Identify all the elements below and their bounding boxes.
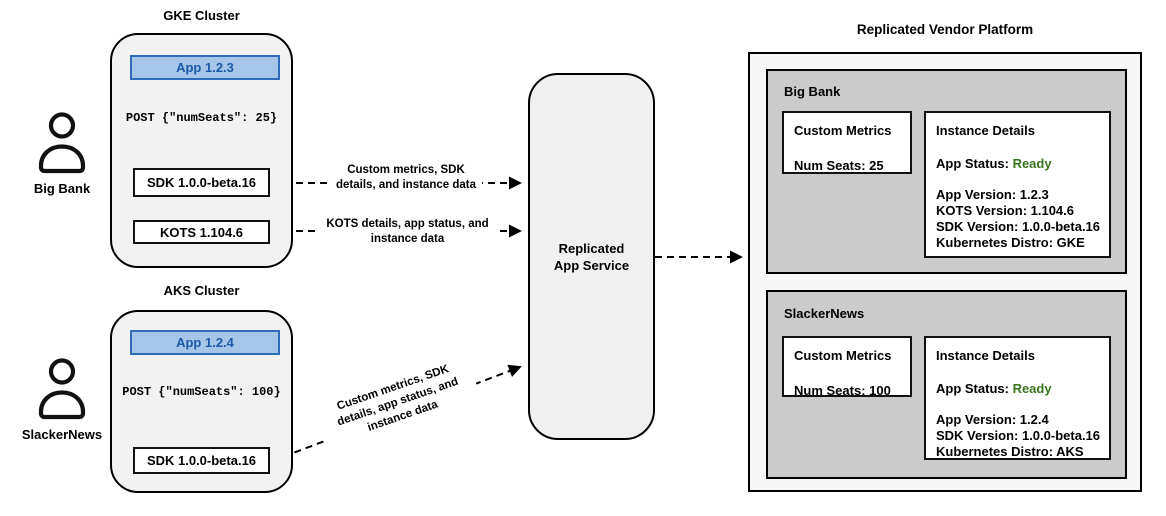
detail-k8s-distro: Kubernetes Distro: AKS xyxy=(936,444,1084,459)
sdk-box-gke: SDK 1.0.0-beta.16 xyxy=(133,168,270,197)
section-label-bigbank: Big Bank xyxy=(784,84,841,99)
platform-section-bigbank: Big Bank Custom Metrics Num Seats: 25 In… xyxy=(766,69,1127,274)
app-box-gke: App 1.2.3 xyxy=(130,55,280,80)
custom-metrics-title: Custom Metrics xyxy=(794,348,892,363)
person-icon-slackernews xyxy=(38,358,86,420)
actor-label-bigbank: Big Bank xyxy=(33,181,91,196)
app-status-label: App Status: xyxy=(936,156,1013,171)
instance-details-lines: App Version: 1.2.4 SDK Version: 1.0.0-be… xyxy=(936,412,1101,460)
replicated-vendor-platform: Big Bank Custom Metrics Num Seats: 25 In… xyxy=(748,52,1142,492)
post-numseats-gke: POST {"numSeats": 25} xyxy=(114,108,289,128)
instance-details-title: Instance Details xyxy=(936,123,1035,138)
app-status-value: Ready xyxy=(1012,156,1052,171)
app-status-value: Ready xyxy=(1012,381,1052,396)
app-box-aks: App 1.2.4 xyxy=(130,330,280,355)
num-seats-value: Num Seats: 25 xyxy=(794,158,884,173)
custom-metrics-title: Custom Metrics xyxy=(794,123,892,138)
detail-kots-version: KOTS Version: 1.104.6 xyxy=(936,203,1075,218)
person-icon-bigbank xyxy=(38,112,86,174)
service-label-line2: App Service xyxy=(553,257,630,273)
instance-details-lines: App Version: 1.2.3 KOTS Version: 1.104.6… xyxy=(936,187,1101,251)
kots-arrow-label-line2: instance data xyxy=(370,233,445,245)
sdk-arrow-label-line2: details, and instance data xyxy=(336,179,476,191)
section-label-slackernews: SlackerNews xyxy=(784,306,865,321)
gke-cluster-title: GKE Cluster xyxy=(163,8,240,23)
platform-title: Replicated Vendor Platform xyxy=(856,22,1034,37)
service-label: Replicated App Service xyxy=(554,240,629,274)
kots-arrow-label-line1: KOTS details, app status, and xyxy=(326,218,489,230)
detail-app-version: App Version: 1.2.3 xyxy=(936,187,1049,202)
kots-arrow-label: KOTS details, app status, and instance d… xyxy=(320,215,495,249)
custom-metrics-box-bigbank: Custom Metrics Num Seats: 25 xyxy=(782,111,912,174)
detail-sdk-version: SDK Version: 1.0.0-beta.16 xyxy=(936,428,1101,443)
detail-k8s-distro: Kubernetes Distro: GKE xyxy=(936,235,1085,250)
kots-box-gke: KOTS 1.104.6 xyxy=(133,220,270,244)
instance-details-title: Instance Details xyxy=(936,348,1035,363)
platform-section-slackernews: SlackerNews Custom Metrics Num Seats: 10… xyxy=(766,290,1127,479)
app-status-line: App Status: Ready xyxy=(936,156,1099,171)
instance-details-box-bigbank: Instance Details App Status: Ready App V… xyxy=(924,111,1111,258)
aks-cluster-title: AKS Cluster xyxy=(163,283,240,298)
instance-details-box-slackernews: Instance Details App Status: Ready App V… xyxy=(924,336,1111,460)
custom-metrics-box-slackernews: Custom Metrics Num Seats: 100 xyxy=(782,336,912,398)
sdk-arrow-label: Custom metrics, SDK details, and instanc… xyxy=(330,161,482,195)
actor-label-slackernews: SlackerNews xyxy=(21,427,103,442)
detail-app-version: App Version: 1.2.4 xyxy=(936,412,1049,427)
app-status-label: App Status: xyxy=(936,381,1013,396)
service-label-line1: Replicated xyxy=(558,240,625,256)
post-numseats-aks: POST {"numSeats": 100} xyxy=(114,382,289,402)
num-seats-value: Num Seats: 100 xyxy=(794,383,891,398)
sdk-arrow-label-line1: Custom metrics, SDK xyxy=(347,164,465,176)
sdk-box-aks: SDK 1.0.0-beta.16 xyxy=(133,447,270,474)
detail-sdk-version: SDK Version: 1.0.0-beta.16 xyxy=(936,219,1101,234)
app-status-line: App Status: Ready xyxy=(936,381,1099,396)
replicated-app-service: Replicated App Service xyxy=(528,73,655,440)
